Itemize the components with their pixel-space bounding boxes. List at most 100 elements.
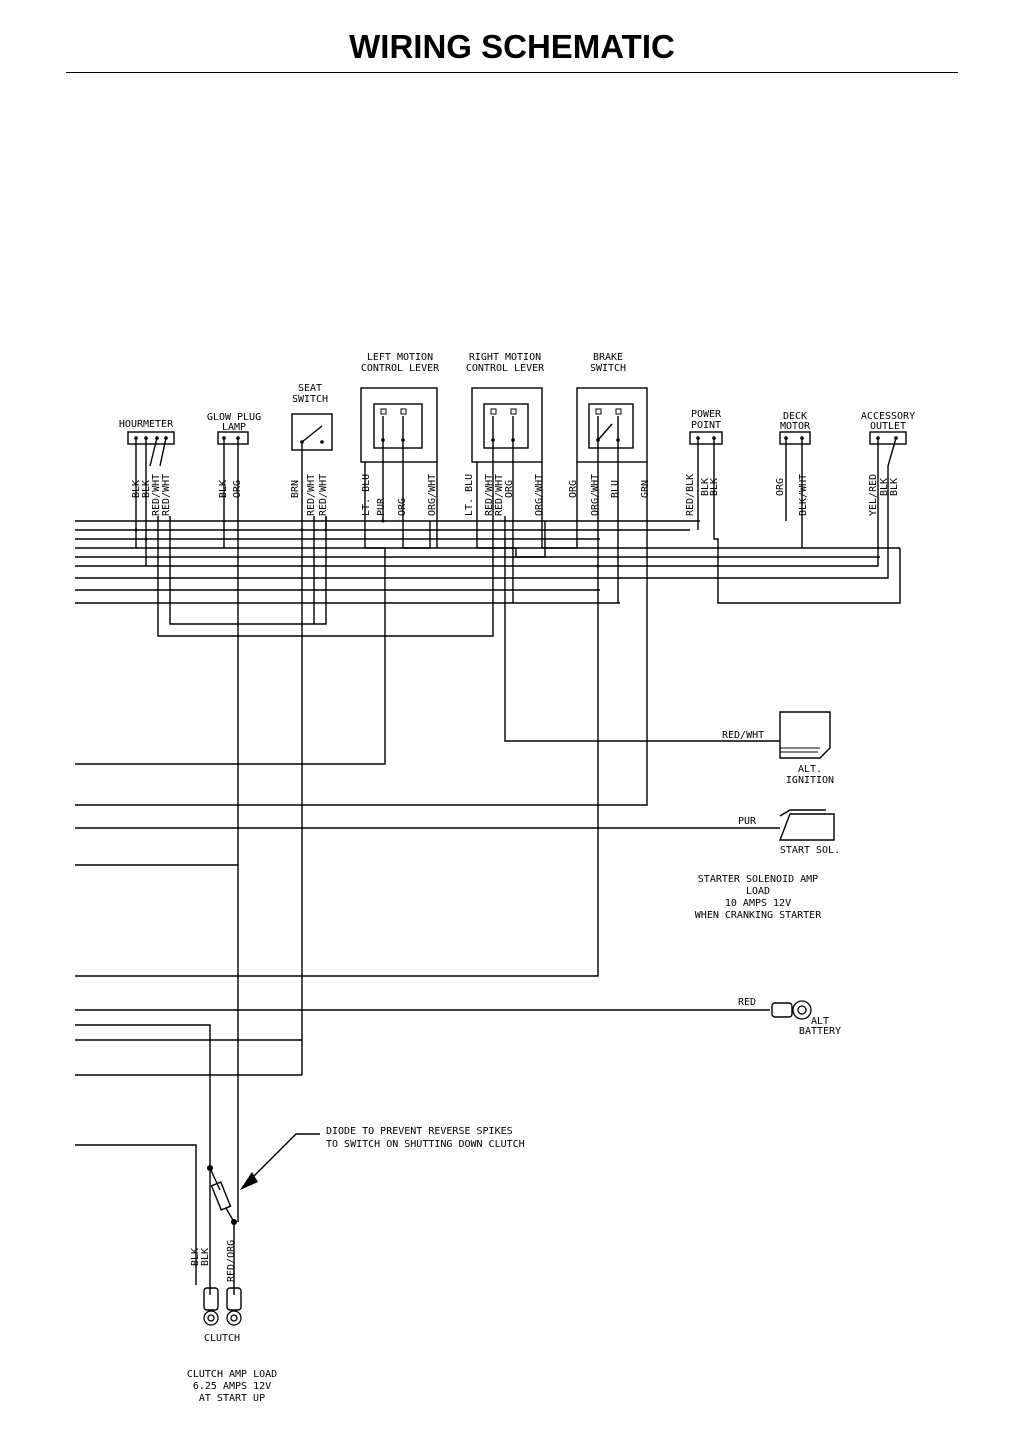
glow-plug-connector bbox=[217, 431, 249, 445]
start-sol-wire-label: PUR bbox=[738, 816, 757, 827]
right-lever-wire-3: RED/WHT bbox=[494, 474, 505, 516]
start-sol-plug bbox=[778, 809, 835, 841]
right-lever-wire-4: ORG bbox=[504, 480, 515, 498]
diode-body bbox=[210, 1181, 232, 1211]
left-lever-label-2: CONTROL LEVER bbox=[361, 363, 440, 374]
alt-battery-wire-label: RED bbox=[738, 997, 756, 1008]
deck-motor-wire-1: ORG bbox=[775, 478, 786, 496]
glow-plug-lamp: GLOW PLUG LAMP BLK ORG bbox=[207, 412, 261, 498]
left-lever-inner-box bbox=[373, 403, 423, 449]
accessory-outlet-label-1: ACCESSORY bbox=[861, 411, 915, 422]
deck-motor-wire-2: BLK/WHT bbox=[798, 474, 809, 516]
diode-junction-1 bbox=[207, 1165, 213, 1171]
alt-battery-label-1: ALT bbox=[811, 1016, 829, 1027]
deck-motor-connector bbox=[779, 431, 811, 445]
seat-switch-label-2: SWITCH bbox=[292, 394, 328, 405]
hourmeter-connector bbox=[127, 431, 175, 445]
alt-ignition-plug bbox=[779, 711, 831, 759]
diode-note-line-2: TO SWITCH ON SHUTTING DOWN CLUTCH bbox=[326, 1139, 525, 1150]
leader-arrowhead bbox=[240, 1172, 258, 1190]
brake-switch-label-2: SWITCH bbox=[590, 363, 626, 374]
alt-battery: RED ALT BATTERY bbox=[738, 997, 841, 1037]
diode-note-line-1: DIODE TO PREVENT REVERSE SPIKES bbox=[326, 1126, 513, 1137]
right-lever-outer-box bbox=[471, 387, 543, 463]
harness-wires bbox=[75, 438, 901, 1285]
alt-battery-label-2: BATTERY bbox=[799, 1026, 841, 1037]
clutch-note-line-3: AT START UP bbox=[199, 1393, 265, 1404]
start-sol-label: START SOL. bbox=[780, 845, 840, 856]
title-divider bbox=[66, 72, 958, 73]
power-point-wire-1: RED/BLK bbox=[685, 474, 696, 516]
deck-motor-label-2: MOTOR bbox=[780, 421, 811, 432]
power-point-label-2: POINT bbox=[691, 420, 721, 431]
left-lever-wire-2: PUR bbox=[376, 497, 387, 516]
clutch-terminal-right bbox=[226, 1287, 242, 1311]
clutch: BLK BLK RED/ORG CLUTCH bbox=[190, 1240, 242, 1344]
starter-note-line-2: LOAD bbox=[746, 886, 770, 897]
seat-switch-box bbox=[291, 413, 333, 451]
accessory-outlet: ACCESSORY OUTLET YEL/RED BLK BLK bbox=[861, 411, 915, 516]
left-lever-outer-box bbox=[360, 387, 438, 463]
left-lever-label-1: LEFT MOTION bbox=[367, 352, 433, 363]
left-motion-control-lever: LEFT MOTION CONTROL LEVER LT. BLU PUR OR… bbox=[360, 352, 440, 516]
starter-note: STARTER SOLENOID AMP LOAD 10 AMPS 12V WH… bbox=[695, 874, 822, 921]
accessory-outlet-wire-3: BLK bbox=[889, 478, 900, 496]
accessory-outlet-wire-2: BLK bbox=[879, 478, 890, 496]
clutch-terminal-left bbox=[203, 1287, 219, 1311]
hourmeter-wire-4: RED/WHT bbox=[161, 474, 172, 516]
brake-switch: BRAKE SWITCH ORG ORG/WHT BLU GRN bbox=[568, 352, 651, 516]
left-lever-wire-1: LT. BLU bbox=[361, 474, 372, 516]
seat-switch-wire-1: BRN bbox=[290, 480, 301, 498]
brake-switch-wire-3: BLU bbox=[610, 480, 621, 498]
clutch-note-line-1: CLUTCH AMP LOAD bbox=[187, 1369, 277, 1380]
deck-motor: DECK MOTOR ORG BLK/WHT bbox=[775, 411, 811, 516]
alt-ignition-wire-label: RED/WHT bbox=[722, 730, 764, 741]
clutch-wire-1: BLK bbox=[190, 1248, 201, 1266]
brake-switch-inner-box bbox=[588, 403, 634, 449]
right-lever-inner-box bbox=[483, 403, 529, 449]
right-lever-label-2: CONTROL LEVER bbox=[466, 363, 545, 374]
starter-note-line-4: WHEN CRANKING STARTER bbox=[695, 910, 822, 921]
brake-switch-wire-4: GRN bbox=[640, 480, 651, 498]
alt-ignition-label-1: ALT. bbox=[798, 764, 822, 775]
power-point-wire-2: BLK bbox=[700, 478, 711, 496]
brake-switch-wire-2: ORG/WHT bbox=[590, 474, 601, 516]
starter-note-line-3: 10 AMPS 12V bbox=[725, 898, 791, 909]
brake-switch-wire-1: ORG bbox=[568, 480, 579, 498]
seat-switch-wire-2: RED/WHT bbox=[306, 474, 317, 516]
power-point-connector bbox=[689, 431, 723, 445]
right-lever-wire-5: ORG/WHT bbox=[534, 474, 545, 516]
right-lever-wire-1: LT. BLU bbox=[464, 474, 475, 516]
clutch-label: CLUTCH bbox=[204, 1333, 240, 1344]
deck-motor-label-1: DECK bbox=[783, 411, 807, 422]
power-point-label-1: POWER bbox=[691, 409, 722, 420]
accessory-outlet-wire-1: YEL/RED bbox=[868, 474, 879, 516]
hourmeter-wire-3: RED/WHT bbox=[151, 474, 162, 516]
diode-circuit bbox=[207, 1078, 320, 1295]
seat-switch: SEAT SWITCH BRN RED/WHT RED/WHT bbox=[290, 383, 333, 516]
start-sol: PUR START SOL. bbox=[738, 809, 840, 856]
brake-switch-outer-box bbox=[576, 387, 648, 463]
battery-terminal bbox=[771, 1002, 793, 1018]
seat-switch-wire-3: RED/WHT bbox=[318, 474, 329, 516]
glow-plug-label-2: LAMP bbox=[222, 422, 246, 433]
clutch-wire-3: RED/ORG bbox=[226, 1240, 237, 1282]
clutch-note-line-2: 6.25 AMPS 12V bbox=[193, 1381, 271, 1392]
brake-switch-label-1: BRAKE bbox=[593, 352, 623, 363]
alt-ignition-label-2: IGNITION bbox=[786, 775, 834, 786]
diode-note: DIODE TO PREVENT REVERSE SPIKES TO SWITC… bbox=[326, 1126, 525, 1150]
page-title: WIRING SCHEMATIC bbox=[349, 28, 675, 65]
right-lever-label-1: RIGHT MOTION bbox=[469, 352, 541, 363]
power-point: POWER POINT RED/BLK BLK BLK bbox=[685, 409, 723, 516]
accessory-outlet-connector bbox=[869, 431, 907, 445]
alt-ignition: RED/WHT ALT. IGNITION bbox=[722, 711, 834, 786]
glow-plug-label-1: GLOW PLUG bbox=[207, 412, 261, 423]
starter-note-line-1: STARTER SOLENOID AMP bbox=[698, 874, 818, 885]
left-lever-wire-4: ORG/WHT bbox=[427, 474, 438, 516]
accessory-outlet-label-2: OUTLET bbox=[870, 421, 906, 432]
clutch-note: CLUTCH AMP LOAD 6.25 AMPS 12V AT START U… bbox=[187, 1369, 277, 1404]
right-lever-wire-2: RED/WHT bbox=[484, 474, 495, 516]
right-motion-control-lever: RIGHT MOTION CONTROL LEVER LT. BLU RED/W… bbox=[464, 352, 545, 516]
hourmeter-label: HOURMETER bbox=[119, 419, 174, 430]
